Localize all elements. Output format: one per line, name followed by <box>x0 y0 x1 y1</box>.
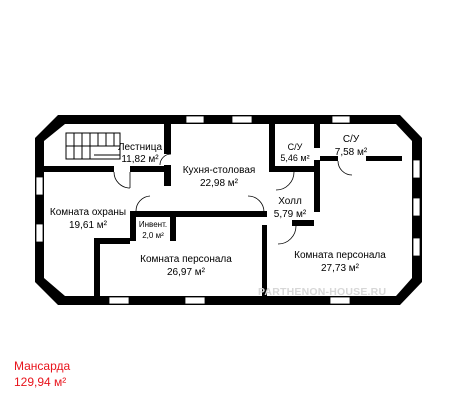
room-kitchen-area: 22,98 м² <box>200 178 239 189</box>
room-guard-area: 19,61 м² <box>69 220 108 231</box>
staircase <box>65 132 121 160</box>
floor-title: Мансарда <box>14 359 71 373</box>
interior-walls <box>44 124 402 296</box>
windows <box>35 115 421 305</box>
room-staff1-name: Комната персонала <box>140 254 232 265</box>
room-guard-name: Комната охраны <box>50 207 126 218</box>
watermark-text: PARTHENON-HOUSE.RU <box>258 286 387 298</box>
room-stair-name: Лестница <box>118 142 163 153</box>
room-wc2-name: С/У <box>343 134 360 145</box>
room-staff1-area: 26,97 м² <box>167 267 206 278</box>
room-stair-area: 11,82 м² <box>121 154 159 165</box>
room-wc2-area: 7,58 м² <box>335 147 368 158</box>
room-hall-name: Холл <box>278 196 302 207</box>
room-hall-area: 5,79 м² <box>274 209 307 220</box>
floor-total-area: 129,94 м² <box>14 375 67 389</box>
room-staff2-area: 27,73 м² <box>321 263 360 274</box>
room-wc1-area: 5,46 м² <box>280 153 309 163</box>
room-wc1-name: С/У <box>288 142 303 152</box>
room-inventory-area: 2,0 м² <box>142 231 164 240</box>
room-staff2-name: Комната персонала <box>294 250 386 261</box>
doors <box>113 153 353 245</box>
room-inventory-name: Инвент. <box>139 220 167 229</box>
room-kitchen-name: Кухня-столовая <box>183 165 256 176</box>
